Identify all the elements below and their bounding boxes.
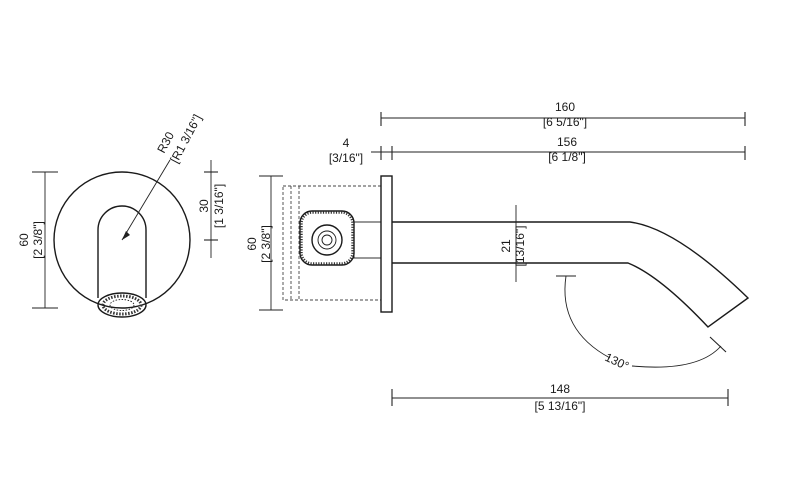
front-escutcheon-plate [53, 171, 191, 309]
spout-diameter-label: 21 [499, 239, 513, 253]
front-height-label: 60 [17, 233, 31, 247]
projection-label: 148 [550, 382, 570, 396]
side-view: 60 [2 3/8"] 4 [3/16"] 160 [6 5/16 [245, 100, 750, 413]
wall-flange [380, 175, 393, 313]
flange-label: 4 [343, 136, 350, 150]
connector-neck [353, 221, 382, 259]
total-length-label: 160 [555, 100, 575, 114]
radius-leader-line [121, 159, 171, 241]
front-half-height-label: 30 [197, 199, 211, 213]
front-view: R30 [R1 3/16"] 60 [2 3/8"] 30 [1 3/16"] [17, 112, 226, 318]
in-wall-body-hidden [282, 185, 382, 301]
flange-label-imperial: [3/16"] [329, 151, 363, 165]
spout-length-label-imperial: [6 1/8"] [548, 150, 586, 164]
spout-diameter-label-imperial: [13/16"] [513, 226, 527, 267]
connector-fitting-icon [299, 210, 355, 266]
front-height-label-imperial: [2 3/8"] [31, 221, 45, 259]
side-height-label-imperial: [2 3/8"] [259, 225, 273, 263]
radius-arrowhead [122, 231, 130, 240]
front-spout-body [97, 205, 147, 298]
total-length-label-imperial: [6 5/16"] [543, 115, 587, 129]
front-half-height-label-imperial: [1 3/16"] [212, 184, 226, 228]
angle-label: 130° [603, 350, 632, 373]
side-height-label: 60 [245, 237, 259, 251]
aerator-mesh [101, 294, 143, 316]
spout-length-label: 156 [557, 135, 577, 149]
projection-label-imperial: [5 13/16"] [535, 399, 586, 413]
spout-body [392, 221, 750, 328]
aerator-icon [97, 292, 147, 318]
angle-arc [564, 275, 611, 359]
